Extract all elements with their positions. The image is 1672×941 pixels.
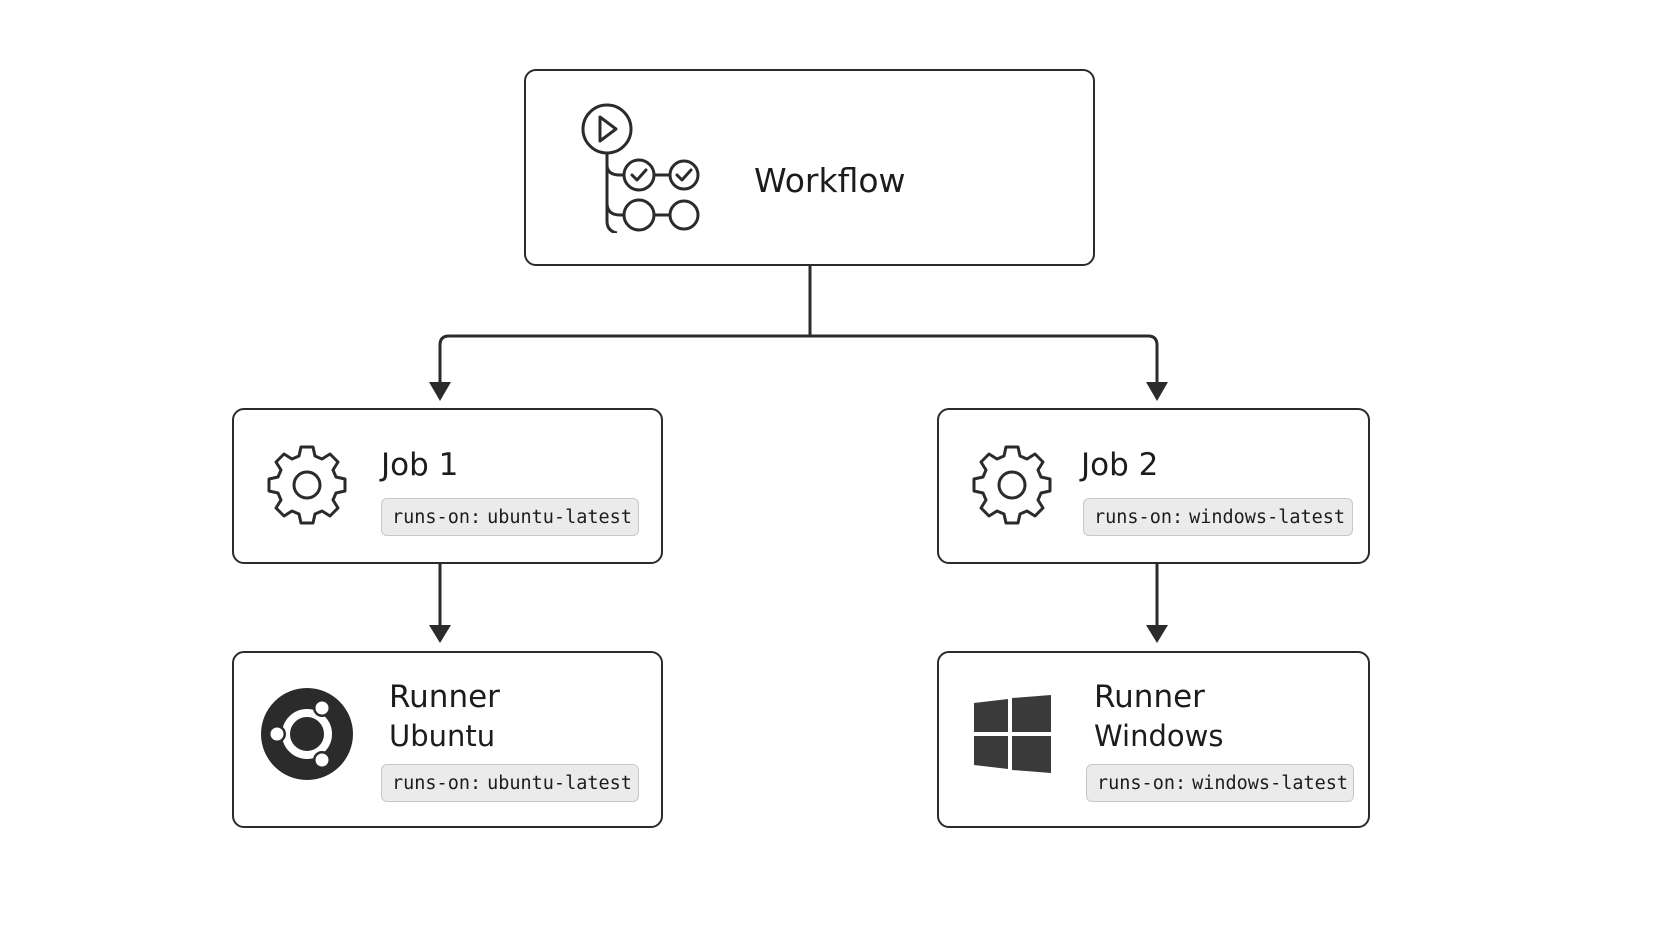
runner-windows-title: Runner [1094, 679, 1205, 715]
runs-on-key: runs-on: [392, 506, 482, 528]
runner-node-ubuntu: Runner Ubuntu runs-on: ubuntu-latest [232, 651, 663, 828]
runs-on-value: windows-latest [1192, 772, 1349, 794]
runs-on-key: runs-on: [392, 772, 482, 794]
runner-windows-os: Windows [1094, 719, 1224, 753]
ubuntu-logo-icon [260, 687, 354, 781]
runner-node-windows: Runner Windows runs-on: windows-latest [937, 651, 1370, 828]
connector-to-job1 [438, 334, 810, 382]
job-node-1: Job 1 runs-on: ubuntu-latest [232, 408, 663, 564]
runs-on-value: windows-latest [1189, 506, 1346, 528]
windows-logo-icon [973, 695, 1053, 775]
job-1-runs-on-badge: runs-on: ubuntu-latest [381, 498, 639, 536]
gear-icon [264, 442, 350, 528]
runner-ubuntu-runs-on-badge: runs-on: ubuntu-latest [381, 764, 639, 802]
runs-on-value: ubuntu-latest [487, 506, 632, 528]
connector-to-job2 [810, 334, 1159, 382]
workflow-node: Workflow [524, 69, 1095, 266]
arrow-to-job1 [429, 382, 451, 401]
job-1-title: Job 1 [381, 447, 459, 483]
job-2-runs-on-badge: runs-on: windows-latest [1083, 498, 1353, 536]
runner-ubuntu-title: Runner [389, 679, 500, 715]
job-node-2: Job 2 runs-on: windows-latest [937, 408, 1370, 564]
runner-windows-runs-on-badge: runs-on: windows-latest [1086, 764, 1354, 802]
arrow-to-runner-ubuntu [429, 625, 451, 643]
runs-on-key: runs-on: [1094, 506, 1184, 528]
workflow-title: Workflow [754, 161, 906, 200]
job-2-title: Job 2 [1081, 447, 1159, 483]
gear-icon [969, 442, 1055, 528]
runner-ubuntu-os: Ubuntu [389, 719, 496, 753]
workflow-run-icon [580, 103, 710, 233]
arrow-to-job2 [1146, 382, 1168, 401]
runs-on-key: runs-on: [1097, 772, 1187, 794]
arrow-to-runner-windows [1146, 625, 1168, 643]
runs-on-value: ubuntu-latest [487, 772, 632, 794]
